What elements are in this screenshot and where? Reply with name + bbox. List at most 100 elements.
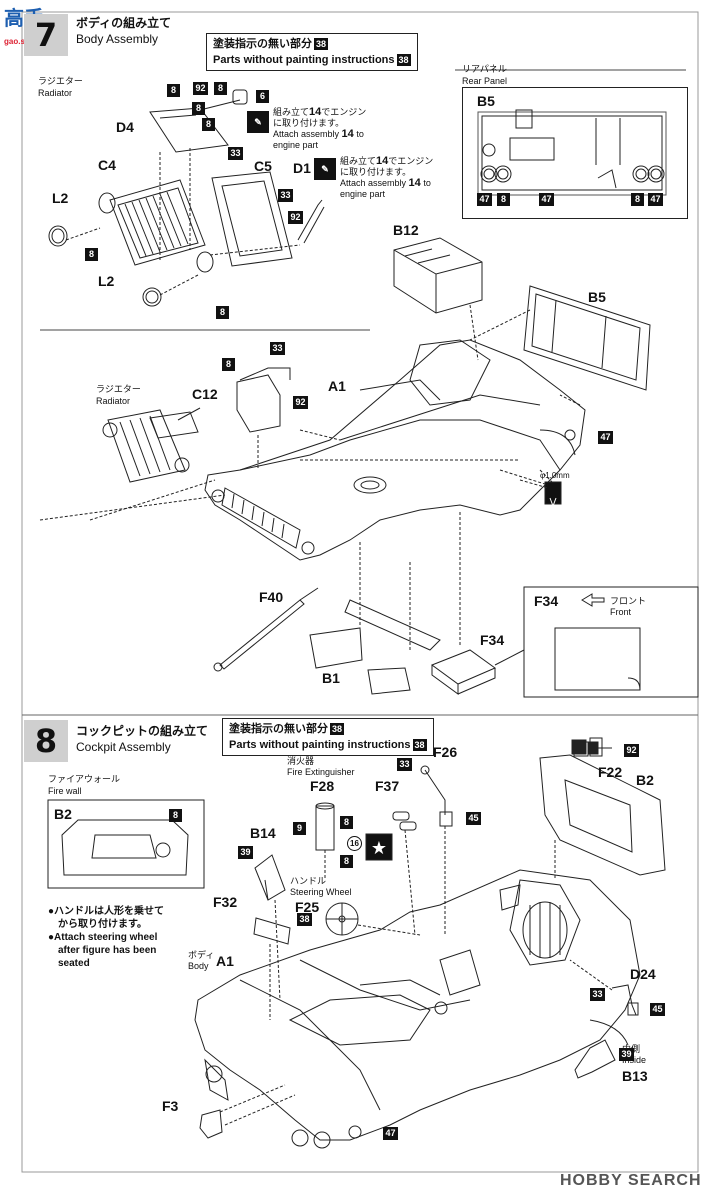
steering-label-en: Steering Wheel <box>290 887 352 897</box>
watermark-logo-bottom: HOBBY SEARCH <box>560 1172 702 1189</box>
color-code-badge: 33 <box>590 988 605 1001</box>
rear-panel-box <box>462 87 688 219</box>
part-label-b5-box: B5 <box>477 93 495 109</box>
inside-label-en: Inside <box>622 1055 647 1065</box>
svg-text:★: ★ <box>371 838 387 859</box>
color-code-badge: 47 <box>477 193 492 206</box>
color-code-badge: 92 <box>293 396 308 409</box>
color-code-badge: 8 <box>169 809 182 822</box>
color-code-badge: 47 <box>383 1127 398 1140</box>
step-7-number: 7 <box>24 14 68 56</box>
step-8-title-jp: コックピットの組み立て <box>76 724 209 738</box>
color-code-badge: 8 <box>192 102 205 115</box>
part-label-f40: F40 <box>259 589 284 605</box>
headlight-l2-lower <box>142 287 162 307</box>
body-label-jp: ボディ <box>188 950 215 960</box>
radiator-label-en-2: Radiator <box>96 396 131 406</box>
color-code-badge: 47 <box>598 431 613 444</box>
note-jp: 塗装指示の無い部分 <box>229 723 328 735</box>
radiator-assembled <box>102 407 201 483</box>
note-bullet-jp-2: から取り付けます。 <box>58 919 147 930</box>
part-label-b5: B5 <box>588 289 606 305</box>
radiator-grille-c4 <box>109 179 206 266</box>
color-code-badge: 8 <box>167 84 180 97</box>
part-label-d4: D4 <box>116 119 134 135</box>
extinguisher-label-jp: 消火器 <box>287 756 315 766</box>
note-code-badge: 38 <box>314 38 329 51</box>
note-bullet-en-2: after figure has been <box>58 945 157 956</box>
color-code-badge: 39 <box>619 1048 634 1061</box>
attach-note-1: 組み立て14でエンジン に取り付けます。 Attach assembly 14 … <box>273 106 367 151</box>
headlight-l2-upper <box>48 225 68 247</box>
color-code-badge: 47 <box>539 193 554 206</box>
note-code-badge: 38 <box>396 54 411 67</box>
color-code-badge: 47 <box>648 193 663 206</box>
firewall-label-jp: ファイアウォール <box>48 774 121 784</box>
note-en: Parts without painting instructions <box>229 739 411 751</box>
radiator-label-jp-2: ラジエター <box>96 384 141 394</box>
color-code-badge: 9 <box>293 822 306 835</box>
attach-icon: ✎ <box>247 111 269 133</box>
step-7-title-en: Body Assembly <box>76 32 159 46</box>
rear-panel-label-en: Rear Panel <box>462 76 508 86</box>
color-code-badge: 8 <box>497 193 510 206</box>
part-label-l2-upper: L2 <box>52 190 69 206</box>
color-code-badge: 8 <box>214 82 227 95</box>
color-code-badge: 8 <box>631 193 644 206</box>
note-en: Parts without painting instructions <box>213 54 395 66</box>
color-code-badge: 8 <box>222 358 235 371</box>
front-label-en: Front <box>610 607 632 617</box>
color-code-badge: 8 <box>340 855 353 868</box>
part-label-f26: F26 <box>433 744 458 760</box>
part-label-b13: B13 <box>622 1068 648 1084</box>
extinguisher-label-en: Fire Extinguisher <box>287 767 355 777</box>
rear-panel-label-jp: リアパネル <box>462 64 507 74</box>
part-label-c5: C5 <box>254 158 272 174</box>
step-8-number: 8 <box>24 720 68 762</box>
body-tub-a1 <box>204 339 586 561</box>
body-label-en: Body <box>188 961 209 971</box>
part-label-a1: A1 <box>216 953 234 969</box>
attach-note-2: 組み立て14でエンジン に取り付けます。 Attach assembly 14 … <box>340 155 434 200</box>
part-label-c12: C12 <box>192 386 218 402</box>
part-label-b2-box: B2 <box>54 806 72 822</box>
color-code-badge: 6 <box>256 90 269 103</box>
color-code-badge: 45 <box>466 812 481 825</box>
radiator-label-jp: ラジエター <box>38 76 83 86</box>
color-code-badge: 33 <box>270 342 285 355</box>
drill-size-label: φ1.0mm <box>540 471 570 480</box>
color-code-badge: 92 <box>193 82 208 95</box>
part-label-f34: F34 <box>480 632 505 648</box>
color-code-badge: 38 <box>297 913 312 926</box>
part-label-b14: B14 <box>250 825 276 841</box>
rear-panel-b5-detail <box>477 109 667 196</box>
part-label-d1: D1 <box>293 160 311 176</box>
color-code-badge: 33 <box>397 758 412 771</box>
part-label-f32: F32 <box>213 894 238 910</box>
part-label-c4: C4 <box>98 157 116 173</box>
color-code-circle: 16 <box>347 836 362 851</box>
part-label-f25: F25 <box>295 899 320 915</box>
part-label-f3: F3 <box>162 1098 179 1114</box>
note-bullet-en-1: ●Attach steering wheel <box>48 932 158 943</box>
color-code-badge: 8 <box>202 118 215 131</box>
color-code-badge: 39 <box>238 846 253 859</box>
note-code-badge: 38 <box>330 723 345 736</box>
part-label-f22: F22 <box>598 764 623 780</box>
color-code-badge: 8 <box>216 306 229 319</box>
steering-label-jp: ハンドル <box>290 876 327 886</box>
color-code-badge: 33 <box>278 189 293 202</box>
note-bullet-en-3: seated <box>58 958 90 969</box>
attach-icon-2: ✎ <box>314 158 336 180</box>
firewall-b2 <box>539 737 666 876</box>
tailgate-b5 <box>523 285 651 391</box>
step-8-title-en: Cockpit Assembly <box>76 740 171 754</box>
note-bullet-jp-1: ●ハンドルは人形を乗せて <box>48 906 165 917</box>
color-code-badge: 33 <box>228 147 243 160</box>
cockpit-body-a1 <box>194 869 641 1149</box>
radiator-label-en: Radiator <box>38 88 73 98</box>
part-label-f34-box: F34 <box>534 593 559 609</box>
